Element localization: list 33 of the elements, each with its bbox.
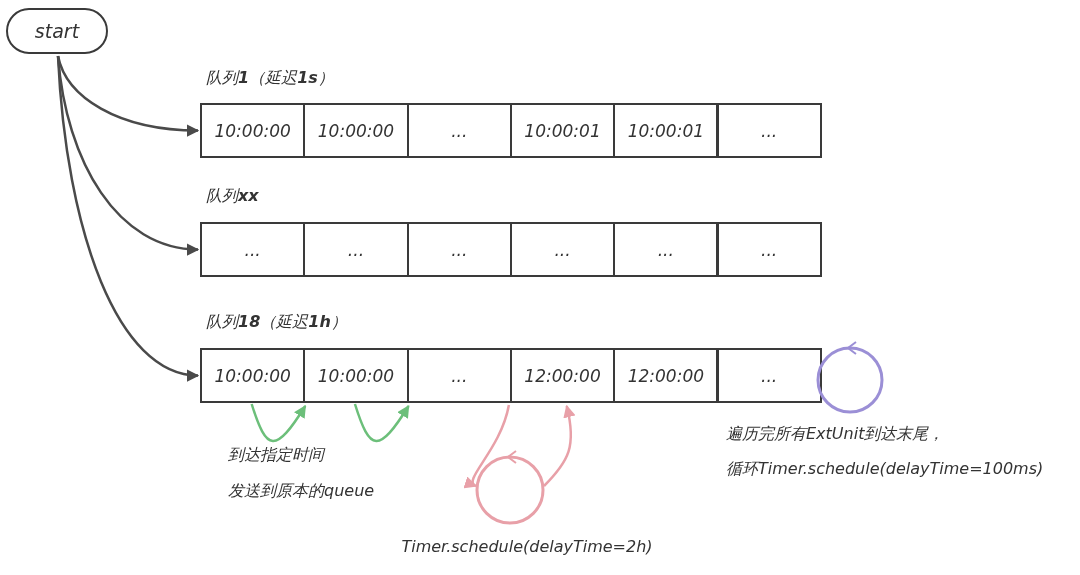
queue-cell: ... (406, 348, 512, 403)
queue-cell: ... (303, 222, 409, 277)
queue-cell: ... (716, 222, 822, 277)
arrow (56, 55, 200, 380)
queue-cell: 10:00:00 (303, 103, 409, 158)
queue-heading: 队列1（延迟1s） (206, 68, 334, 89)
queue-heading: 队列xx (206, 186, 259, 207)
queue-cell: ... (200, 222, 306, 277)
queue-cell: 10:00:00 (303, 348, 409, 403)
queue-cell: ... (716, 348, 822, 403)
arrow (353, 403, 410, 443)
queue-cell: 10:00:00 (200, 348, 306, 403)
queue-cell: 10:00:01 (509, 103, 616, 158)
queue-cell: ... (406, 222, 512, 277)
arrow (56, 55, 200, 137)
queue-heading: 队列18（延迟1h） (206, 312, 347, 333)
queue-cell: ... (716, 103, 822, 158)
queue-cell: 12:00:00 (613, 348, 719, 403)
note-text: 发送到原本的queue (228, 481, 375, 502)
queue-cell: 12:00:00 (509, 348, 616, 403)
note-text: 到达指定时间 (228, 445, 324, 466)
queue-cell: ... (613, 222, 719, 277)
caption-text: 循环Timer.schedule(delayTime=100ms) (726, 459, 1044, 480)
caption-text: Timer.schedule(delayTime=2h) (401, 537, 653, 556)
arrow (250, 403, 307, 443)
arrow (543, 404, 576, 487)
queue-cell: 10:00:01 (613, 103, 719, 158)
caption-text: 遍历完所有ExtUnit到达末尾， (726, 424, 945, 445)
queue-cell: 10:00:00 (200, 103, 306, 158)
arrow (463, 404, 511, 488)
queue-cell: ... (509, 222, 616, 277)
queue-cell: ... (406, 103, 512, 158)
start-terminal: start (6, 8, 108, 54)
